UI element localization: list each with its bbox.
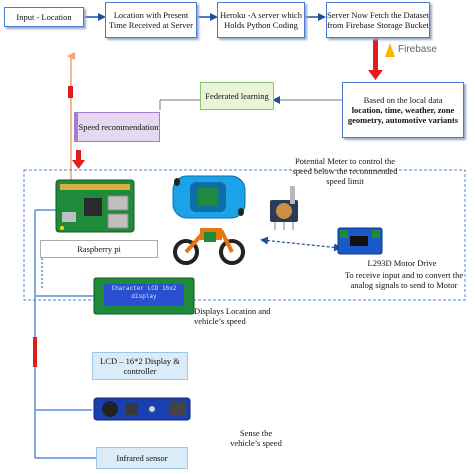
red-mark-left <box>68 86 73 98</box>
red-arrow-head <box>368 70 383 80</box>
infrared-sensor-image <box>93 397 191 421</box>
ir-sense-text: Sense the vehicle’s speed <box>230 428 282 448</box>
car-image <box>172 175 246 219</box>
local-data-lead: Based on the local data <box>363 95 443 105</box>
red-arrow2-shaft <box>76 150 81 161</box>
local-data-features: location, time, weather, zone geometry, … <box>347 105 459 125</box>
hardware-frame <box>23 169 466 301</box>
federated-learning-box: Federated learning <box>200 82 274 110</box>
potentiometer-text: Potential Meter to control the speed bel… <box>292 156 398 186</box>
input-location-box: Input - Location <box>4 7 84 27</box>
lcd-screen-text: Character LCD 16x2 display <box>111 285 177 300</box>
motorbike-image <box>173 228 245 265</box>
raspberry-pi-label: Raspberry pi <box>40 240 158 258</box>
server-fetch-box: Server Now Fetch the Dataset from Fireba… <box>326 2 430 38</box>
infrared-sensor-box: Infrared sensor <box>96 447 188 469</box>
motor-driver-image <box>337 227 383 255</box>
firebase-wordmark: Firebase <box>398 44 437 55</box>
firebase-logo: Firebase <box>385 40 455 60</box>
local-data-box: Based on the local data location, time, … <box>342 82 464 138</box>
speed-recommendation-box: Speed recommendation <box>74 112 160 142</box>
red-arrow-shaft <box>373 38 378 72</box>
red-mark-2 <box>33 337 37 367</box>
lcd-module-image <box>93 277 195 315</box>
heroku-server-box: Heroku -A server which Holds Python Codi… <box>217 2 305 38</box>
red-arrow2-head <box>72 160 85 169</box>
lcd-display-box: LCD – 16*2 Display & controller <box>92 352 188 380</box>
lcd-description: Displays Location and vehicle’s speed <box>194 306 271 326</box>
motor-driver-text: To receive input and to convert the anal… <box>344 270 464 290</box>
location-time-box: Location with Present Time Received at S… <box>105 2 197 38</box>
motor-driver-title: L293D Motor Drive <box>367 258 437 268</box>
arrow-rpi-motor <box>260 236 342 252</box>
raspberry-pi-image <box>55 179 135 233</box>
potentiometer-image <box>270 186 298 230</box>
firebase-icon <box>385 43 395 57</box>
